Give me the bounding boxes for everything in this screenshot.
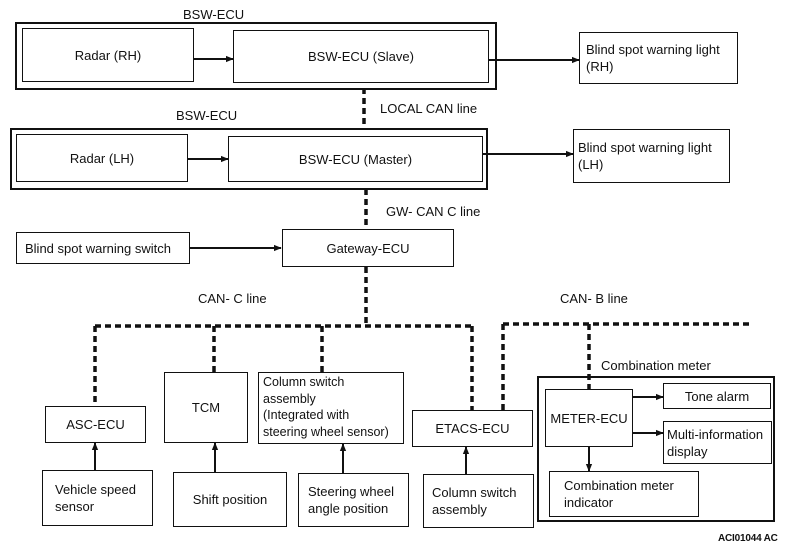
bsw-ecu-slave-group	[15, 22, 497, 90]
combination-meter-group	[537, 376, 775, 522]
local-can-line-label: LOCAL CAN line	[380, 101, 478, 116]
combination-meter-group-label: Combination meter	[601, 358, 711, 373]
combination-meter-indicator-box: Combination meter indicator	[549, 471, 699, 517]
bsw-ecu-master-group	[10, 128, 488, 190]
asc-ecu-box: ASC-ECU	[45, 406, 146, 443]
column-switch-assembly-box: Column switch assembly (Integrated with …	[258, 372, 404, 444]
shift-position-box: Shift position	[173, 472, 287, 527]
tcm-box: TCM	[164, 372, 248, 443]
bsw-ecu-slave-box: BSW-ECU (Slave)	[233, 30, 489, 83]
bsw-ecu-master-box: BSW-ECU (Master)	[228, 136, 483, 182]
blind-spot-warning-light-rh-box: Blind spot warning light (RH)	[579, 32, 738, 84]
radar-lh-box: Radar (LH)	[16, 134, 188, 182]
bsw-ecu-slave-group-label: BSW-ECU	[183, 7, 245, 22]
steering-wheel-angle-position-box: Steering wheel angle position	[298, 473, 409, 527]
can-b-line-label: CAN- B line	[560, 291, 628, 306]
tone-alarm-box: Tone alarm	[663, 383, 771, 409]
column-switch-assembly-bottom-box: Column switch assembly	[423, 474, 534, 528]
multi-information-display-box: Multi-information display	[663, 421, 772, 464]
radar-rh-box: Radar (RH)	[22, 28, 194, 82]
etacs-ecu-box: ETACS-ECU	[412, 410, 533, 447]
bsw-ecu-master-group-label: BSW-ECU	[176, 108, 238, 123]
blind-spot-warning-light-lh-box: Blind spot warning light (LH)	[573, 129, 730, 183]
vehicle-speed-sensor-box: Vehicle speed sensor	[42, 470, 153, 526]
meter-ecu-box: METER-ECU	[545, 389, 633, 447]
can-c-line-label: CAN- C line	[198, 291, 267, 306]
blind-spot-warning-switch-box: Blind spot warning switch	[16, 232, 190, 264]
gateway-ecu-box: Gateway-ECU	[282, 229, 454, 267]
gw-can-c-line-label: GW- CAN C line	[386, 204, 481, 219]
figure-id: ACI01044 AC	[718, 533, 778, 544]
